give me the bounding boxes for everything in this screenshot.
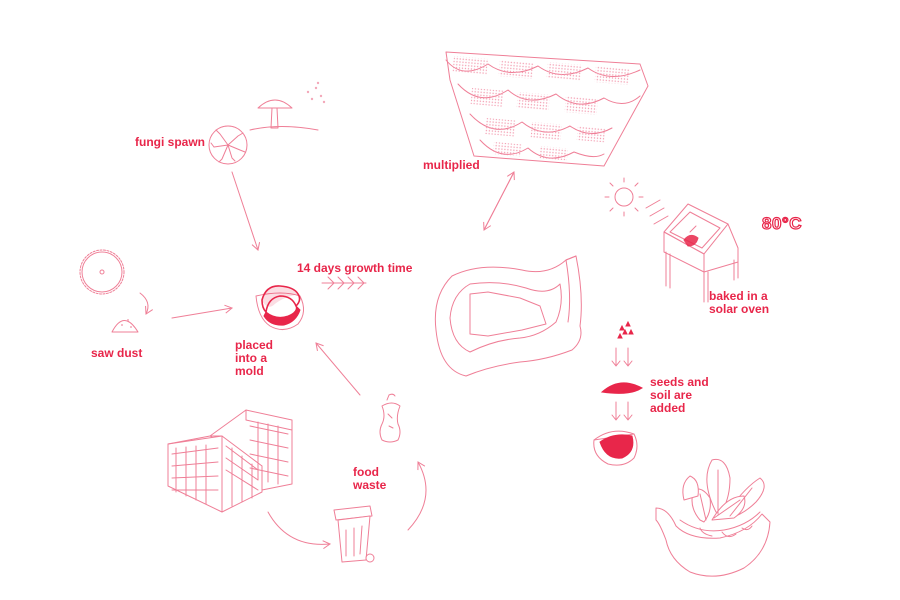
label-food-line1: food	[353, 465, 379, 479]
label-placed-into-mold: placed into a mold	[235, 339, 273, 378]
soil-mound-icon	[600, 382, 643, 421]
trash-bin-icon	[333, 505, 375, 563]
label-placed-line1: placed	[235, 338, 274, 352]
large-mold	[434, 255, 582, 377]
arrow-building-to-bin	[267, 511, 332, 550]
arrow-waste-to-mold	[315, 342, 361, 396]
label-placed-line3: mold	[235, 364, 264, 378]
mold-icon	[255, 285, 304, 330]
mushroom-icon	[249, 81, 326, 131]
label-food-waste: food waste	[353, 466, 386, 492]
sun-icon	[604, 177, 669, 225]
apple-core-icon	[379, 393, 401, 443]
seeds-icon	[611, 320, 634, 367]
label-placed-line2: into a	[235, 351, 267, 365]
saw-blade-icon	[79, 249, 125, 295]
fungi-spawn-icon	[208, 125, 248, 165]
label-growth-time: 14 days growth time	[297, 261, 413, 275]
label-multiplied: multiplied	[423, 158, 480, 172]
filled-mold-icon	[593, 430, 638, 466]
arrow-spawn-to-mold	[231, 171, 261, 251]
arrow-sawdust-to-mold	[171, 304, 233, 319]
label-oven-line2: solar oven	[709, 302, 770, 316]
label-seeds-line3: added	[650, 401, 686, 415]
label-oven-line1: baked in a	[709, 289, 768, 303]
label-fungi-spawn: fungi spawn	[135, 135, 205, 149]
solar-oven-icon	[663, 203, 739, 303]
sawdust-pile-icon	[111, 319, 139, 333]
label-solar-oven: baked in a solar oven	[709, 290, 769, 316]
label-seeds-line2: soil are	[650, 388, 693, 402]
label-seeds-line1: seeds and	[650, 375, 709, 389]
planter-icon	[655, 458, 771, 577]
label-seeds-soil: seeds and soil are added	[650, 376, 709, 415]
double-arrow	[483, 171, 515, 231]
arrow-bin-to-waste	[407, 461, 427, 531]
label-food-line2: waste	[353, 478, 387, 492]
growth-chevrons	[321, 276, 367, 290]
multiplied-tiles	[445, 51, 649, 167]
building-icon	[167, 409, 293, 513]
label-temperature: 80°C	[761, 213, 802, 233]
label-saw-dust: saw dust	[91, 346, 143, 360]
